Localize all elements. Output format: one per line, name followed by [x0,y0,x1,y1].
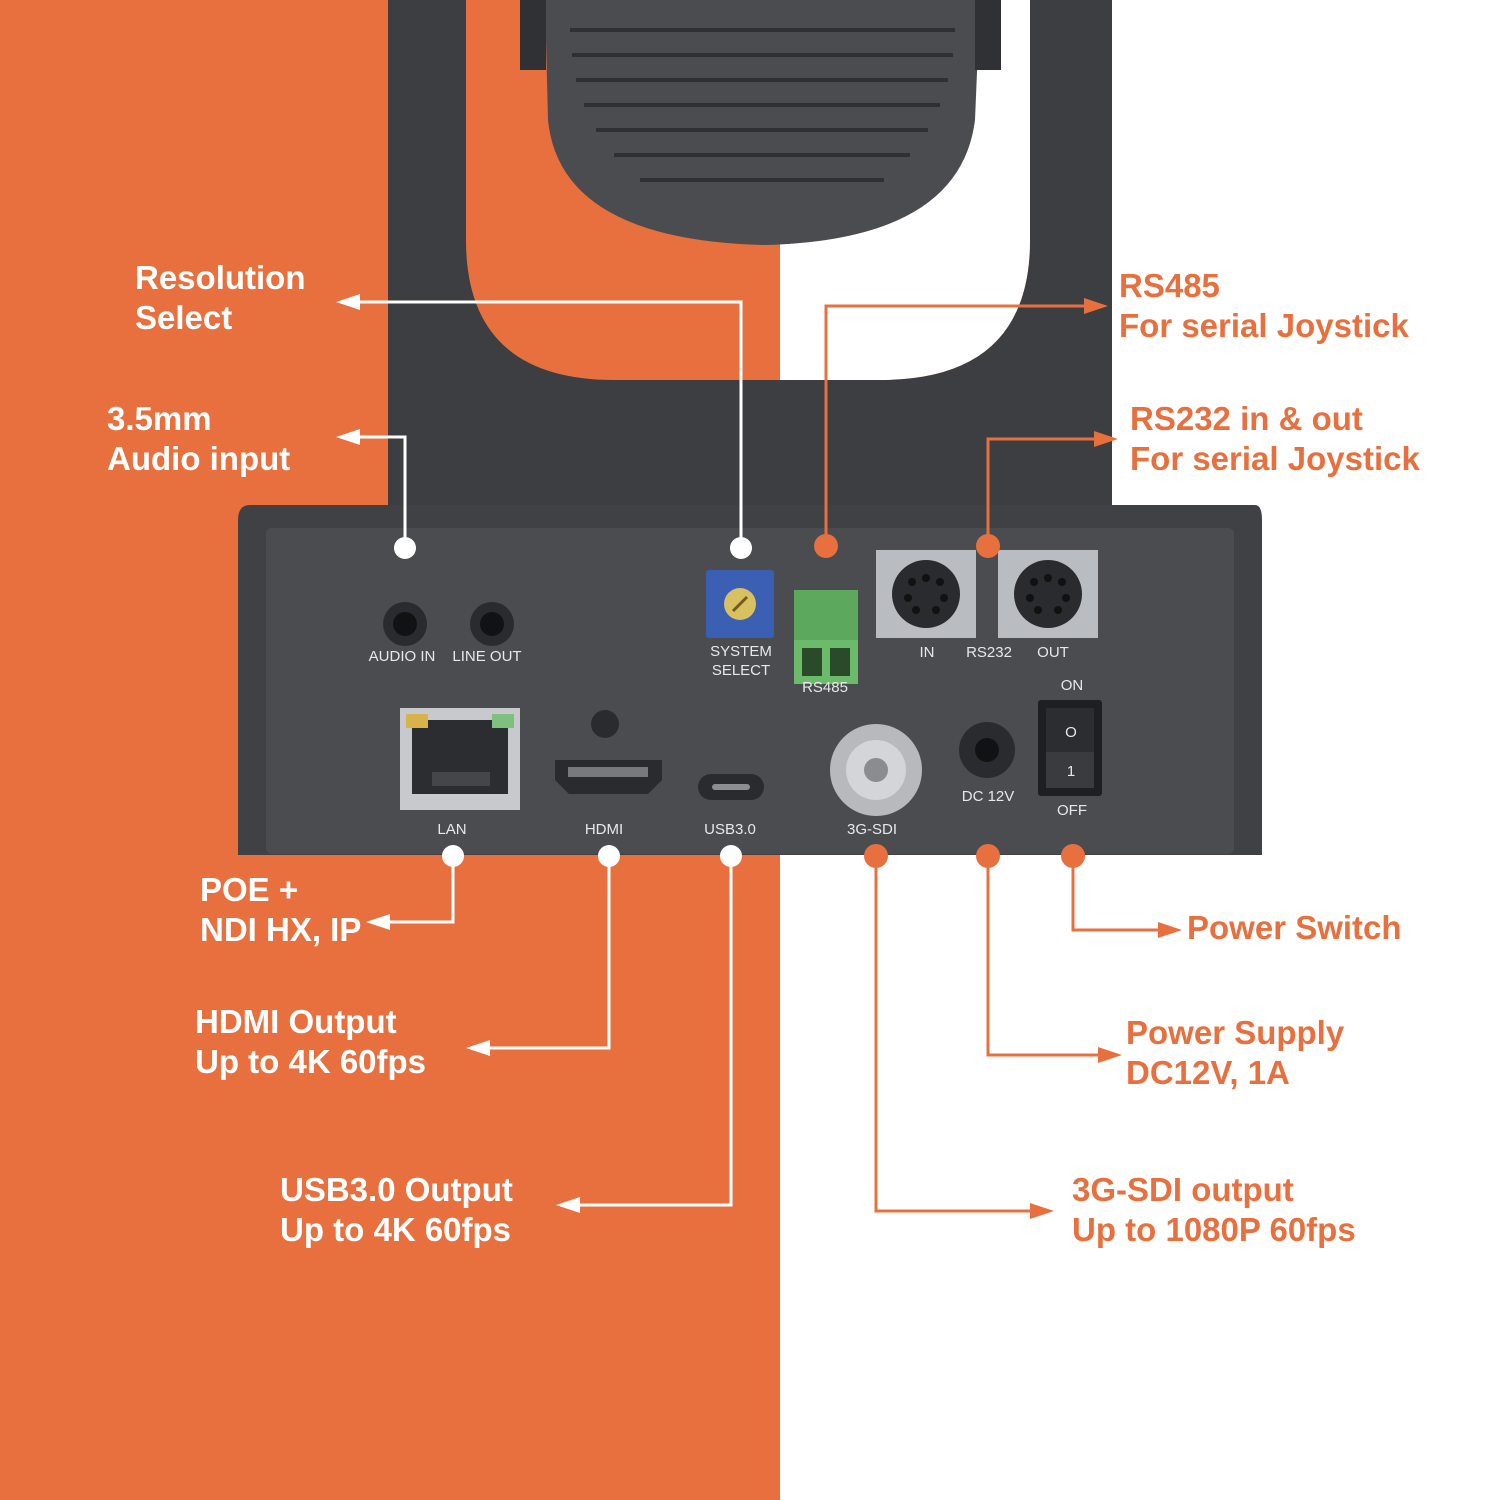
callout-resolution-select: Resolution Select [135,258,306,338]
dot-rs232 [976,534,1000,558]
label-sdi: 3G-SDI [847,821,897,838]
dot-usb-output [720,845,742,867]
label-on: ON [1061,677,1084,694]
hdmi-port [555,710,662,794]
audio-in-jack [383,602,427,646]
dc-port [959,722,1015,778]
callout-line: HDMI Output [195,1003,397,1040]
callout-line: RS485 [1119,267,1220,304]
head-pivot-right [975,0,1001,70]
callout-rs485: RS485 For serial Joystick [1119,266,1409,346]
leader-poe [385,856,455,924]
arrow-usb-output [556,1197,580,1213]
arrow-power-supply [1098,1047,1122,1063]
label-switch-top: O [1065,724,1077,741]
head-ridges [570,28,955,182]
callout-line: USB3.0 Output [280,1171,513,1208]
arrow-rs232 [1094,431,1118,447]
sdi-port [830,724,922,816]
label-usb: USB3.0 [704,821,756,838]
leader-usb-output [580,856,733,1207]
camera-head [545,0,980,245]
arrow-power-switch [1158,922,1182,938]
label-line-out: LINE OUT [452,648,521,665]
leader-audio-input [360,435,407,548]
callout-hdmi-output: HDMI Output Up to 4K 60fps [195,1002,426,1082]
leader-power-switch [1071,856,1160,932]
leader-resolution-select [360,300,743,548]
label-off: OFF [1057,802,1087,819]
leader-power-supply [986,856,1100,1057]
callout-usb-output: USB3.0 Output Up to 4K 60fps [280,1170,513,1250]
label-system-select-1: SYSTEM [710,643,772,660]
arrow-hdmi-output [466,1040,490,1056]
rs485-terminal [794,590,858,684]
label-dc: DC 12V [962,788,1015,805]
lan-port [400,708,520,810]
label-lan: LAN [437,821,466,838]
callout-line: Power Switch [1187,909,1402,946]
callout-line: DC12V, 1A [1126,1054,1290,1091]
callout-line: Up to 4K 60fps [195,1043,427,1080]
arrow-resolution-select [336,294,360,310]
arrow-poe [366,914,390,930]
line-out-jack [470,602,514,646]
callout-line: POE + [200,871,299,908]
head-pivot-left [520,0,546,70]
callout-line: Resolution [135,259,306,296]
callout-line: Power Supply [1126,1014,1345,1051]
arrow-rs485 [1084,298,1108,314]
callout-line: 3G-SDI output [1072,1171,1294,1208]
label-rs232: RS232 [966,644,1012,661]
system-select-dial [706,570,774,638]
callout-power-switch: Power Switch [1187,908,1402,948]
rs232-out-port [998,550,1098,638]
leader-hdmi-output [488,856,611,1050]
leader-sdi-output [874,856,1030,1213]
usb-port [698,774,764,800]
dot-audio-input [394,537,416,559]
leader-rs485 [824,304,1085,546]
callout-line: RS232 in & out [1130,400,1363,437]
label-audio-in: AUDIO IN [369,648,436,665]
dot-hdmi-output [598,845,620,867]
arrow-audio-input [336,429,360,445]
dot-power-supply [976,844,1000,868]
dot-sdi-output [864,844,888,868]
power-switch [1038,700,1102,796]
callout-line: Up to 1080P 60fps [1072,1211,1356,1248]
callout-line: For serial Joystick [1130,440,1420,477]
callout-line: NDI HX, IP [200,911,362,948]
callout-line: Up to 4K 60fps [280,1211,512,1248]
callout-power-supply: Power Supply DC12V, 1A [1126,1013,1344,1093]
callout-audio-input: 3.5mm Audio input [107,399,290,479]
rs232-in-port [876,550,976,638]
label-system-select-2: SELECT [712,662,770,679]
label-rs485: RS485 [802,679,848,696]
callout-line: For serial Joystick [1119,307,1409,344]
dot-resolution-select [730,537,752,559]
dot-power-switch [1061,844,1085,868]
callout-line: 3.5mm [107,400,212,437]
label-hdmi: HDMI [585,821,623,838]
callout-rs232: RS232 in & out For serial Joystick [1130,399,1420,479]
leader-rs232 [986,437,1095,546]
label-in: IN [920,644,935,661]
dot-rs485 [814,534,838,558]
arrow-sdi-output [1030,1203,1054,1219]
dot-poe [442,845,464,867]
callout-line: Audio input [107,440,291,477]
callout-sdi-output: 3G-SDI output Up to 1080P 60fps [1072,1170,1356,1250]
callout-poe-ndi: POE + NDI HX, IP [200,870,361,950]
label-switch-bottom: 1 [1067,763,1075,780]
label-out: OUT [1037,644,1069,661]
callout-line: Select [135,299,233,336]
